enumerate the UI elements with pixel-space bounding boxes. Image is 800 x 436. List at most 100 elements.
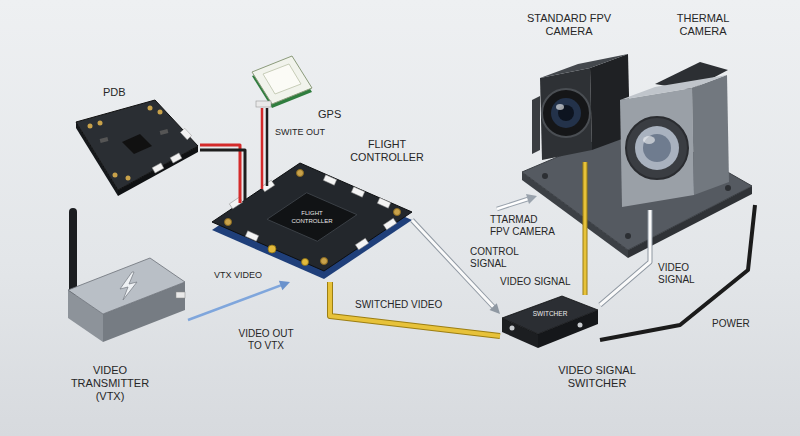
node-label: VIDEO SIGNAL SWITCHER [545,364,649,390]
video-cable [583,162,588,295]
pdb-board [122,134,152,154]
video-transmitter: VIDEO TRANSMITTER (VTX) [62,203,188,345]
flight-controller-board [261,163,264,189]
flight-controller-board [394,209,401,216]
flight-controller-board [302,259,309,266]
fpv-camera-body [540,54,628,78]
pdb-board [88,124,93,129]
node-label: STANDARD FPV CAMERA [526,12,612,38]
pdb-board [100,137,109,143]
flight-controller-board [212,163,412,271]
video-cable [584,162,587,295]
pdb-board [126,176,131,181]
arrow-head [490,303,500,314]
video-arrow [188,281,290,320]
flight-controller-board [321,258,328,265]
gps-module [256,101,271,107]
leader-arrow [497,199,528,209]
thermal-camera-body [692,75,729,195]
gps-module [263,64,301,94]
flight-controller-board [245,231,258,241]
thermal-camera-body [626,117,688,179]
camera-mount-plate [725,185,731,191]
video-cable [585,162,586,295]
video-arrow [188,284,283,320]
wire-label: CONTROL SIGNAL [470,246,522,270]
arrow-head [279,281,290,290]
pdb-board [160,129,169,135]
gps-wire [262,108,267,163]
pdb-board [148,106,153,111]
thermal-camera-body [643,134,671,162]
thermal-camera-body [620,62,729,207]
node-label: THERMAL CAMERA [666,12,740,38]
power-cable [600,205,755,340]
node-label: GPS [318,108,341,121]
node-label: VIDEO TRANSMITTER (VTX) [60,364,160,403]
gps-wire [261,108,264,163]
video-cable [330,282,500,336]
thermal-camera-body [620,88,694,207]
power-wire [200,150,245,163]
flight-controller-board [239,163,242,203]
chip-marking: FLIGHT CONTROLLER [290,209,334,225]
gps-module: GPS [250,55,312,108]
flight-controller-board [267,193,357,242]
pdb-board [98,121,103,126]
fpv-camera-body [556,104,564,110]
thermal-camera-body [620,75,727,100]
flight-controller-board [323,175,336,185]
fpv-camera-body [542,89,590,137]
flight-controller-board [377,198,390,208]
flight-controller-board [351,187,364,197]
pdb-board [170,153,182,163]
thermal-camera-body [643,136,655,144]
vtx-device [120,272,137,300]
video-cable [330,282,500,336]
pdb-board [152,163,164,173]
leader-arrow [497,194,537,209]
power-cable [600,205,755,340]
wire-label: SWITCHED VIDEO [355,299,442,311]
vtx-device [176,292,185,298]
power-wire [200,145,245,163]
camera-mount-plate [542,173,548,179]
switcher-device [502,296,598,348]
fpv-camera-body [551,98,581,128]
camera-mount-plate [625,233,631,239]
pdb-board [76,100,198,196]
video-switcher: SWITCHERVIDEO SIGNAL SWITCHER [500,295,600,350]
flight-controller-board [266,163,269,186]
vtx-device [68,258,185,314]
flight-controller-board [212,163,412,279]
fpv-camera-body [532,54,630,160]
switcher-device [578,323,583,328]
switcher-device [502,296,598,334]
node-label: SWITCHER [530,310,570,318]
flight-controller-board [244,163,247,200]
pdb-board [113,173,118,178]
gps-module [252,56,312,104]
gps-module [252,56,312,108]
switcher-device [510,326,515,331]
vtx-device [69,208,77,296]
wire-label: VIDEO SIGNAL [658,262,706,286]
flight-controller-board [297,170,304,177]
control-wire [600,210,650,305]
wire-label: VIDEO OUT TO VTX [232,328,300,352]
power-wire [200,145,240,163]
flight-controller-board [268,245,276,253]
gps-wire [266,108,269,163]
vtx-device [68,208,185,342]
fpv-camera: STANDARD FPV CAMERA [535,52,630,162]
node-label: PDB [103,86,126,99]
flight-controller-board [225,219,232,226]
pdb-board [180,128,191,139]
leader-arrow [526,194,537,204]
control-wire [600,210,650,305]
connector-label: SWITE OUT [275,127,325,138]
leader-arrow [497,199,528,209]
fpv-camera-body [532,96,540,154]
port-label: VTX VIDEO [214,270,262,281]
